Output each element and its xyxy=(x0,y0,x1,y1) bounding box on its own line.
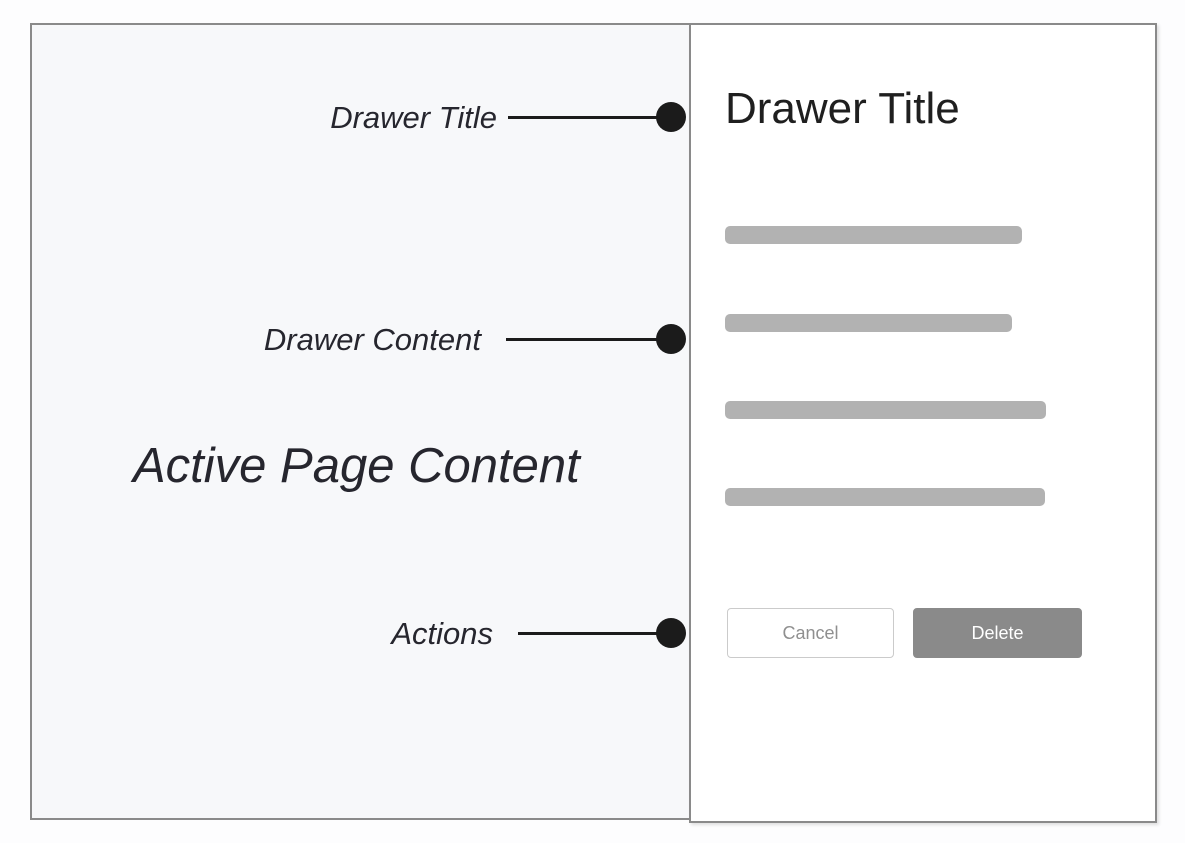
content-placeholder-bar xyxy=(725,401,1046,419)
content-placeholder-bar xyxy=(725,314,1012,332)
callout-line xyxy=(506,337,658,341)
content-placeholder-bar xyxy=(725,226,1022,244)
callout-actions: Actions xyxy=(391,615,686,651)
active-page-content-label: Active Page Content xyxy=(133,439,580,493)
cancel-button[interactable]: Cancel xyxy=(727,608,894,658)
content-placeholder-bar xyxy=(725,488,1045,506)
callout-drawer-content: Drawer Content xyxy=(264,321,686,357)
drawer-panel: Drawer Title Cancel Delete xyxy=(689,23,1157,823)
callout-actions-label: Actions xyxy=(391,615,493,651)
callout-line xyxy=(508,115,658,119)
callout-line xyxy=(518,631,658,635)
drawer-title: Drawer Title xyxy=(725,84,960,133)
delete-button[interactable]: Delete xyxy=(913,608,1082,658)
callout-drawer-title-label: Drawer Title xyxy=(330,99,497,135)
callout-drawer-title: Drawer Title xyxy=(330,99,686,135)
callout-dot xyxy=(656,618,686,648)
callout-dot xyxy=(656,324,686,354)
callout-dot xyxy=(656,102,686,132)
callout-drawer-content-label: Drawer Content xyxy=(263,321,481,357)
